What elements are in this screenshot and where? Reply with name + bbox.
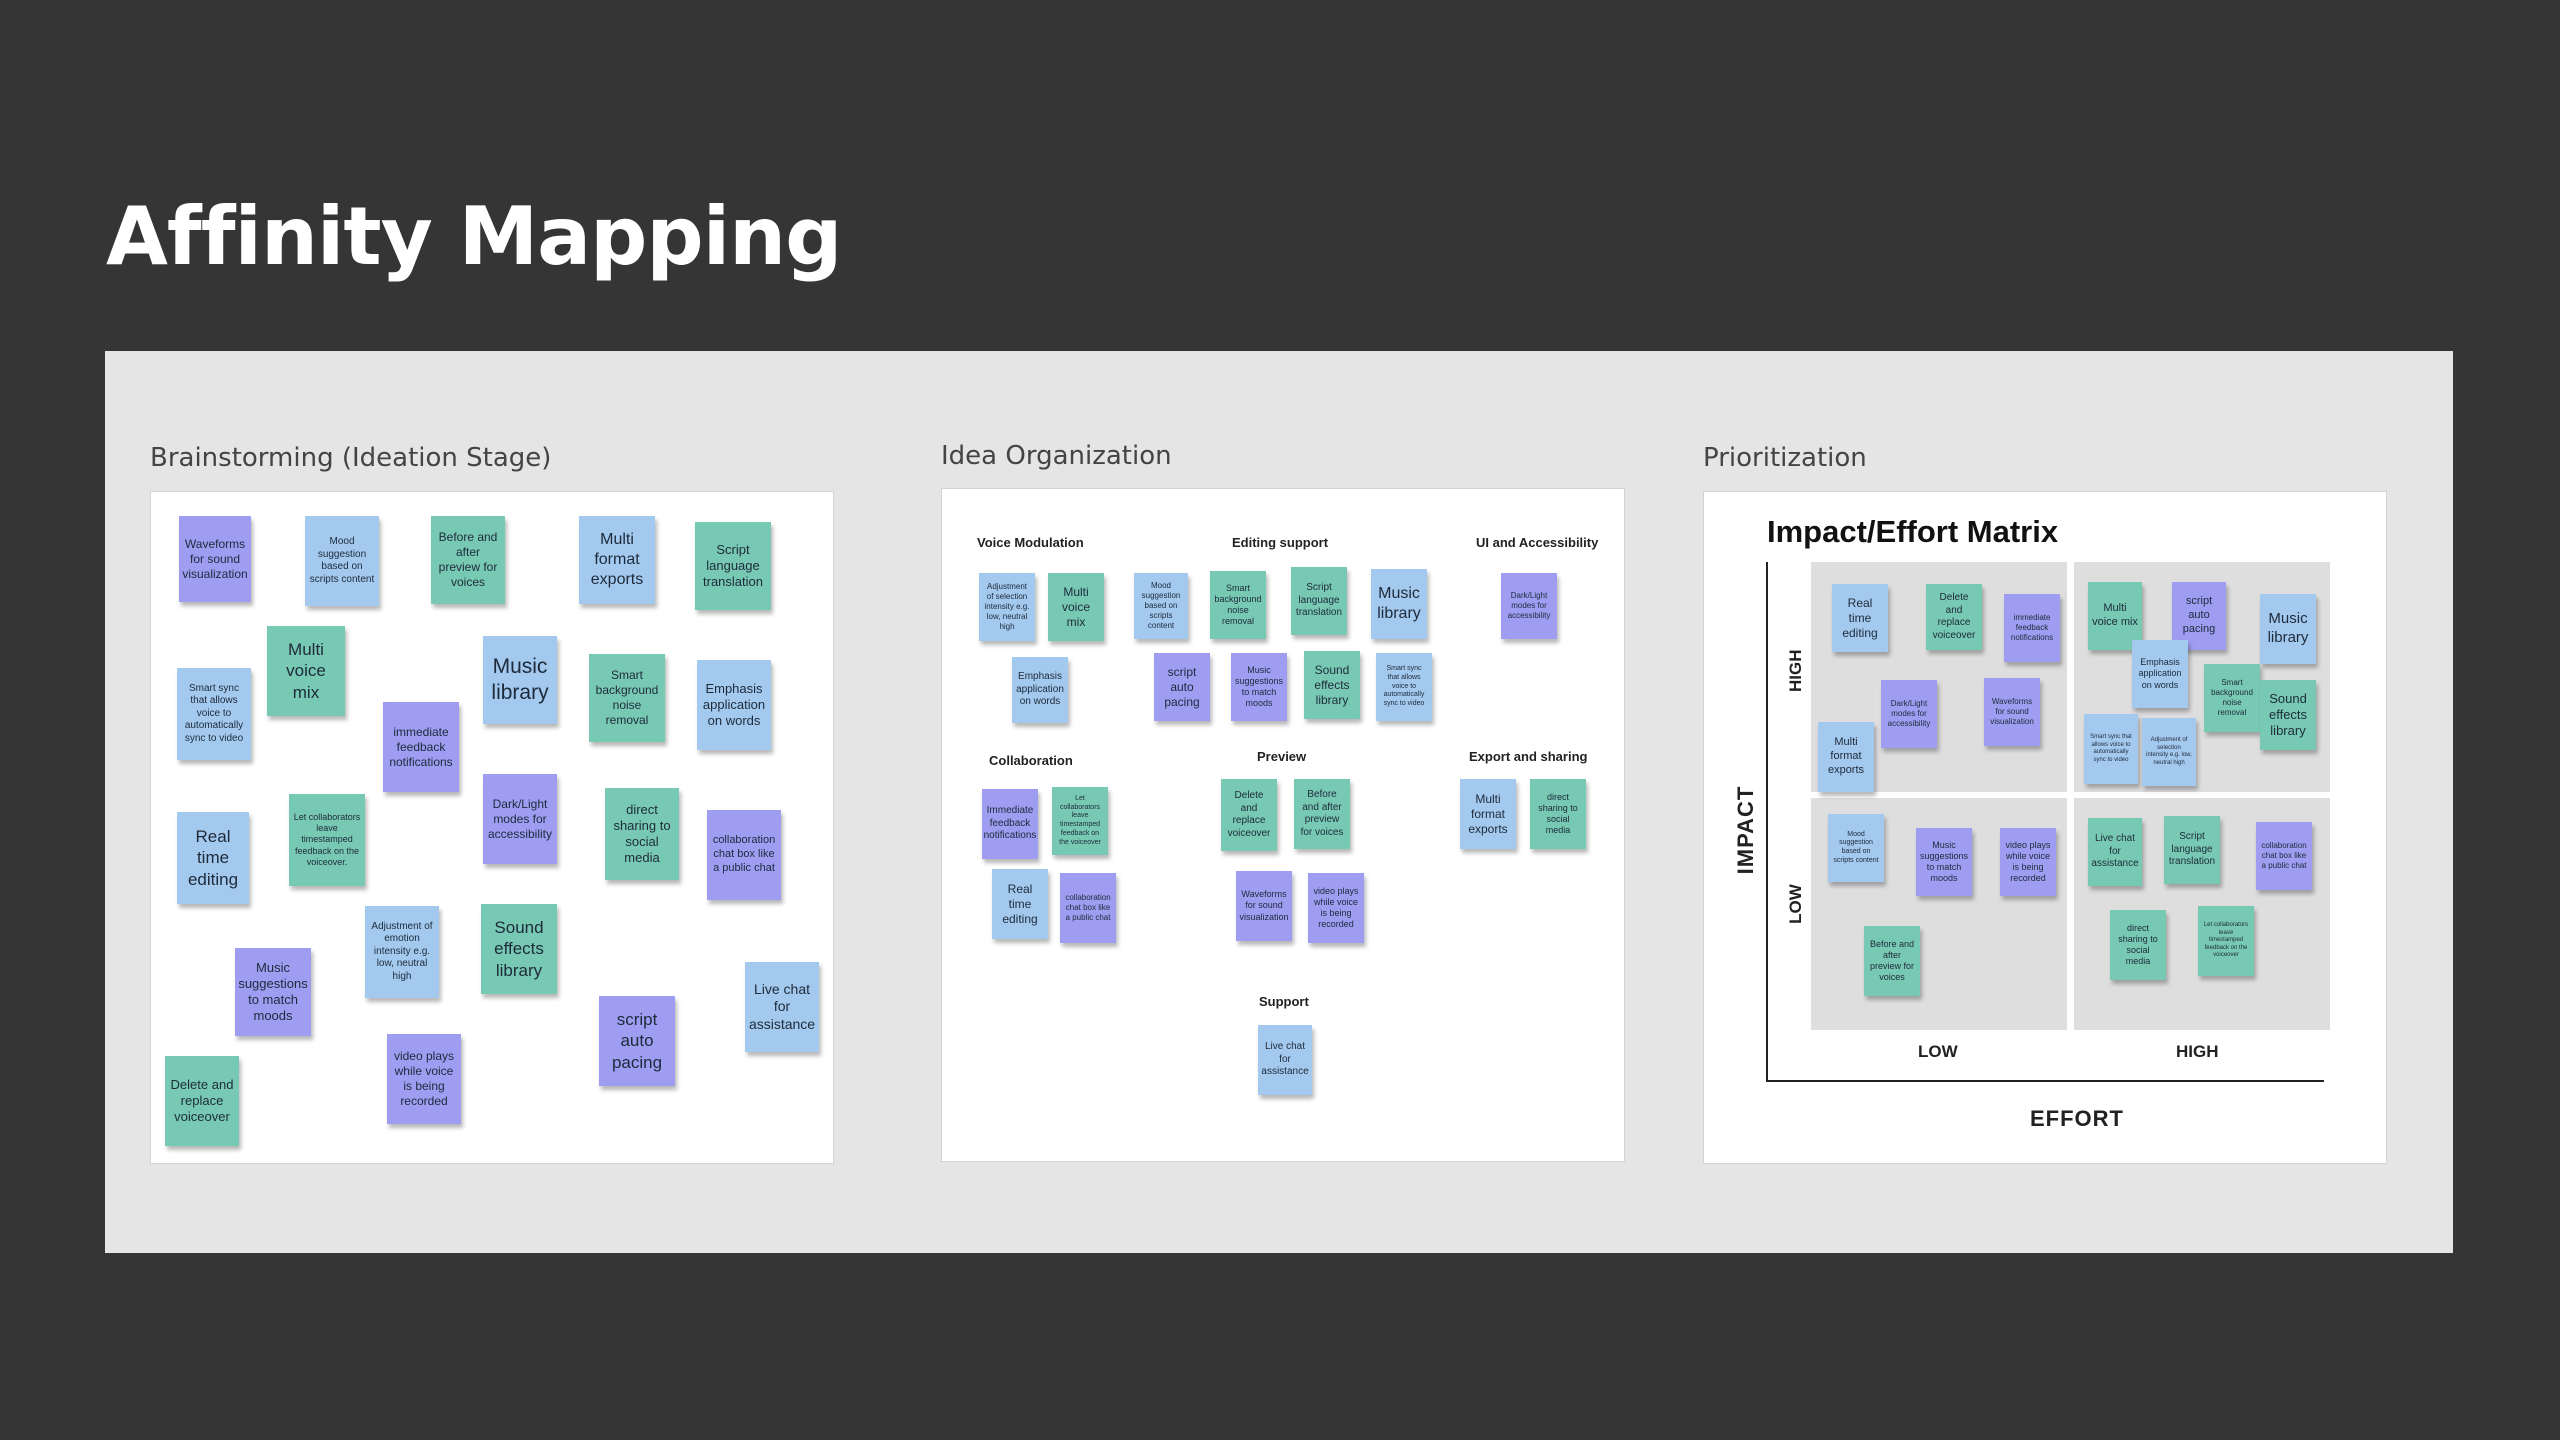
- sticky-note[interactable]: Multi voice mix: [1048, 573, 1104, 641]
- sticky-note[interactable]: Delete and replace voiceover: [1926, 584, 1982, 650]
- sticky-note[interactable]: Emphasis application on words: [1012, 657, 1068, 723]
- sticky-note[interactable]: Real time editing: [1832, 584, 1888, 652]
- sticky-note[interactable]: Delete and replace voiceover: [1221, 779, 1277, 851]
- sticky-note[interactable]: collaboration chat box like a public cha…: [2256, 822, 2312, 890]
- sticky-note[interactable]: Mood suggestion based on scripts content: [305, 516, 379, 606]
- group-label: Preview: [1257, 749, 1307, 764]
- sticky-note[interactable]: Script language translation: [1291, 567, 1347, 635]
- sticky-note[interactable]: Sound effects library: [2260, 680, 2316, 750]
- sticky-note[interactable]: Dark/Light modes for accessibility: [1881, 680, 1937, 748]
- sticky-note[interactable]: Music suggestions to match moods: [235, 948, 311, 1036]
- sticky-note[interactable]: Smart sync that allows voice to automati…: [1376, 653, 1432, 721]
- group-label: UI and Accessibility: [1476, 535, 1599, 550]
- sticky-note[interactable]: Let collaborators leave timestamped feed…: [1052, 787, 1108, 855]
- sticky-note[interactable]: direct sharing to social media: [1530, 779, 1586, 849]
- x-low-label: LOW: [1918, 1042, 1958, 1061]
- x-high-label: HIGH: [2176, 1042, 2219, 1061]
- sticky-note[interactable]: video plays while voice is being recorde…: [1308, 873, 1364, 943]
- group-label: Editing support: [1232, 535, 1329, 550]
- sticky-note[interactable]: Let collaborators leave timestamped feed…: [2198, 906, 2254, 976]
- sticky-note[interactable]: Smart background noise removal: [2204, 664, 2260, 732]
- sticky-note[interactable]: collaboration chat box like a public cha…: [1060, 873, 1116, 943]
- sticky-note[interactable]: Music suggestions to match moods: [1231, 653, 1287, 721]
- sticky-note[interactable]: video plays while voice is being recorde…: [2000, 828, 2056, 896]
- matrix-title: Impact/Effort Matrix: [1767, 514, 2059, 549]
- sticky-note[interactable]: Sound effects library: [1304, 651, 1360, 719]
- sticky-note[interactable]: collaboration chat box like a public cha…: [707, 810, 781, 900]
- sticky-note[interactable]: Let collaborators leave timestamped feed…: [289, 794, 365, 886]
- y-low-label: LOW: [1786, 884, 1805, 924]
- sticky-note[interactable]: Waveforms for sound visualization: [179, 516, 251, 602]
- sticky-note[interactable]: Smart background noise removal: [1210, 571, 1266, 639]
- sticky-note[interactable]: Before and after preview for voices: [1294, 779, 1350, 849]
- sticky-note[interactable]: direct sharing to social media: [605, 788, 679, 880]
- sticky-note[interactable]: Dark/Light modes for accessibility: [1501, 573, 1557, 639]
- impact-axis: [1766, 562, 1768, 1082]
- sticky-note[interactable]: Live chat for assistance: [745, 962, 819, 1052]
- sticky-note[interactable]: Waveforms for sound visualization: [1236, 871, 1292, 941]
- group-label: Export and sharing: [1469, 749, 1588, 764]
- sticky-note[interactable]: Live chat for assistance: [1258, 1025, 1312, 1095]
- section-title-brainstorming: Brainstorming (Ideation Stage): [150, 443, 552, 473]
- sticky-note[interactable]: Music suggestions to match moods: [1916, 828, 1972, 896]
- sticky-note[interactable]: Multi voice mix: [267, 626, 345, 716]
- sticky-note[interactable]: immediate feedback notifications: [2004, 594, 2060, 662]
- brainstorming-panel: Waveforms for sound visualization Mood s…: [150, 491, 834, 1164]
- sticky-note[interactable]: immediate feedback notifications: [383, 702, 459, 792]
- affinity-board: Brainstorming (Ideation Stage) Idea Orga…: [105, 351, 2453, 1253]
- sticky-note[interactable]: Music library: [483, 636, 557, 724]
- sticky-note[interactable]: Emphasis application on words: [2132, 640, 2188, 708]
- sticky-note[interactable]: Music library: [2260, 594, 2316, 664]
- sticky-note[interactable]: Delete and replace voiceover: [165, 1056, 239, 1146]
- prioritization-panel: Impact/Effort Matrix HIGH LOW IMPACT LOW…: [1703, 491, 2387, 1164]
- sticky-note[interactable]: Script language translation: [2164, 816, 2220, 884]
- sticky-note[interactable]: direct sharing to social media: [2110, 910, 2166, 980]
- sticky-note[interactable]: Smart background noise removal: [589, 654, 665, 742]
- sticky-note[interactable]: Mood suggestion based on scripts content: [1134, 573, 1188, 639]
- sticky-note[interactable]: video plays while voice is being recorde…: [387, 1034, 461, 1124]
- sticky-note[interactable]: Before and after preview for voices: [431, 516, 505, 604]
- sticky-note[interactable]: script auto pacing: [2172, 582, 2226, 650]
- organization-panel: Voice Modulation Editing support UI and …: [941, 488, 1625, 1162]
- sticky-note[interactable]: Mood suggestion based on scripts content: [1828, 814, 1884, 882]
- y-high-label: HIGH: [1786, 649, 1805, 693]
- sticky-note[interactable]: Real time editing: [992, 869, 1048, 939]
- sticky-note[interactable]: Multi format exports: [1818, 722, 1874, 792]
- sticky-note[interactable]: Waveforms for sound visualization: [1984, 678, 2040, 746]
- sticky-note[interactable]: Smart sync that allows voice to automati…: [2084, 714, 2138, 784]
- group-label: Voice Modulation: [977, 535, 1084, 550]
- sticky-note[interactable]: Script language translation: [695, 522, 771, 610]
- sticky-note[interactable]: Music library: [1371, 569, 1427, 639]
- x-axis-label: EFFORT: [2030, 1106, 2124, 1131]
- sticky-note[interactable]: Dark/Light modes for accessibility: [483, 774, 557, 864]
- y-axis-label: IMPACT: [1733, 785, 1758, 875]
- group-label: Collaboration: [989, 753, 1073, 768]
- page-title: Affinity Mapping: [106, 190, 842, 283]
- sticky-note[interactable]: Real time editing: [177, 812, 249, 904]
- sticky-note[interactable]: Emphasis application on words: [697, 660, 771, 750]
- sticky-note[interactable]: Multi format exports: [1460, 779, 1516, 849]
- effort-axis: [1766, 1080, 2324, 1082]
- sticky-note[interactable]: script auto pacing: [599, 996, 675, 1086]
- group-label: Support: [1259, 994, 1309, 1009]
- section-title-prioritization: Prioritization: [1703, 443, 1867, 473]
- sticky-note[interactable]: Before and after preview for voices: [1864, 926, 1920, 996]
- sticky-note[interactable]: Adjustment of selection intensity e.g. l…: [979, 573, 1035, 641]
- sticky-note[interactable]: Adjustment of selection intensity e.g. l…: [2142, 718, 2196, 786]
- sticky-note[interactable]: Smart sync that allows voice to automati…: [177, 668, 251, 760]
- sticky-note[interactable]: Multi voice mix: [2088, 582, 2142, 650]
- sticky-note[interactable]: Sound effects library: [481, 904, 557, 994]
- sticky-note[interactable]: Live chat for assistance: [2088, 818, 2142, 886]
- sticky-note[interactable]: Multi format exports: [579, 516, 655, 604]
- sticky-note[interactable]: Adjustment of emotion intensity e.g. low…: [365, 906, 439, 998]
- sticky-note[interactable]: script auto pacing: [1154, 653, 1210, 721]
- section-title-organization: Idea Organization: [941, 441, 1172, 471]
- sticky-note[interactable]: Immediate feedback notifications: [982, 789, 1038, 859]
